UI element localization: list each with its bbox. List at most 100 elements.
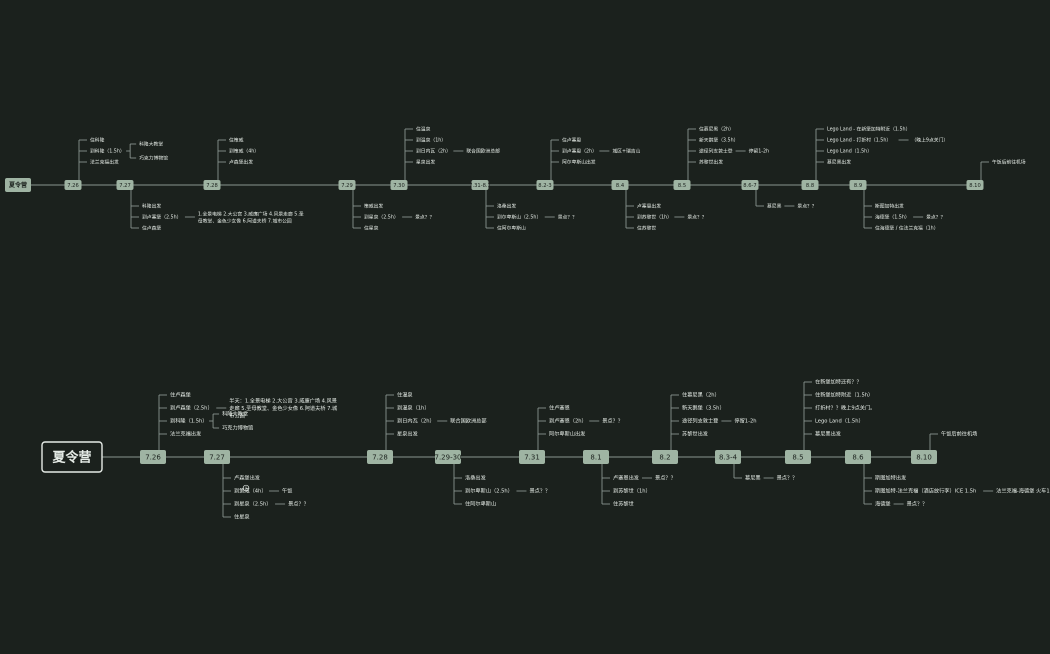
date-node[interactable]: 7.29-30 <box>434 450 462 464</box>
branch-item[interactable]: 到科隆（1.5h） <box>170 417 207 425</box>
branch-item[interactable]: 海德堡（1.5h） <box>875 214 910 221</box>
note-text[interactable]: 景点？？ <box>558 215 577 221</box>
date-node[interactable]: 7.27 <box>116 180 134 190</box>
branch-item[interactable]: 到温泉（1h） <box>416 137 446 144</box>
branch-item[interactable]: 斯图加特-法兰克福（酒店放行李）ICE 1.5h <box>875 487 976 495</box>
branch-item[interactable]: 到尔卑斯山（2.5h） <box>497 214 541 221</box>
date-node[interactable]: 7.26 <box>140 450 166 464</box>
branch-item[interactable]: 斯图加特出发 <box>875 474 906 482</box>
branch-item[interactable]: 住卢塞恩 <box>549 404 570 412</box>
branch-item[interactable]: Lego Land（1.5h） <box>815 418 864 425</box>
branch-item[interactable]: 策威出发 <box>364 203 383 210</box>
note-text[interactable]: 景点？？ <box>655 475 676 482</box>
branch-item[interactable]: 住星泉 <box>234 513 250 521</box>
note-text[interactable]: 联合国欧洲总部 <box>466 148 500 155</box>
date-node[interactable]: 7.30 <box>390 180 408 190</box>
branch-item[interactable]: 住阿尔卑斯山 <box>465 500 496 508</box>
branch-item[interactable]: 新天鹅堡（3.5h） <box>699 137 738 144</box>
branch-item[interactable]: 住慕尼黑（2h） <box>682 391 720 399</box>
branch-item[interactable]: 卢塞恩出发 <box>637 203 661 210</box>
branch-item[interactable]: 住慕尼黑（2h） <box>699 126 734 133</box>
branch-item[interactable]: 洛桑出发 <box>465 474 486 482</box>
branch-item[interactable]: 阿尔卑斯山出发 <box>562 159 596 166</box>
branch-item[interactable]: 慕尼黑 <box>745 474 761 482</box>
sub-item[interactable]: 科隆大教堂 <box>139 141 163 148</box>
branch-item[interactable]: 洛桑出发 <box>497 203 516 210</box>
date-node[interactable]: 8.2 <box>652 450 678 464</box>
branch-item[interactable]: 到卢森堡（2.5h） <box>170 404 213 412</box>
branch-item[interactable]: 住科隆 <box>90 137 105 144</box>
sub-item[interactable]: 巧克力博物馆 <box>139 155 168 162</box>
note-text[interactable]: 联合国欧洲总部 <box>450 417 486 425</box>
date-node[interactable]: 8.2-3 <box>536 180 554 190</box>
branch-item[interactable]: 在新堡加特还有？？ <box>815 378 862 386</box>
branch-item[interactable]: 慕尼黑出发 <box>815 430 841 438</box>
date-node[interactable]: 8.5 <box>785 450 811 464</box>
branch-item[interactable]: 住策威 <box>229 137 244 144</box>
branch-item[interactable]: 星泉出发 <box>397 430 418 438</box>
note-text[interactable]: 景点？？ <box>288 501 309 508</box>
note-text[interactable]: 法兰克福-海德堡 火车1h <box>996 487 1050 495</box>
branch-item[interactable]: 住阿尔卑斯山 <box>497 225 526 232</box>
branch-item[interactable]: Lego Land - 在新堡加特附近（1.5h） <box>827 126 910 133</box>
note-text[interactable]: 停留1-2h <box>734 417 756 425</box>
sub-item[interactable]: 科隆大教堂 <box>222 410 248 418</box>
note-text[interactable]: 景点？？ <box>907 501 928 508</box>
note-text[interactable]: 景点？？ <box>602 418 623 425</box>
note-text[interactable]: 停留1-2h <box>749 148 769 155</box>
branch-item[interactable]: 到卢塞恩（2h） <box>562 148 597 155</box>
date-node[interactable]: 7.31-8.1 <box>469 180 491 190</box>
branch-item[interactable]: 慕尼黑出发 <box>827 159 851 166</box>
note-text[interactable]: 景点？？ <box>415 215 434 221</box>
branch-item[interactable]: 苏黎世出发 <box>699 159 723 166</box>
note-text[interactable]: 城区+瑞吉山 <box>612 148 640 155</box>
note-text[interactable]: 半天：1.全景电梯 2.大公宫 3.威廉广场 4.风景走廊 5.圣母教堂、金色少… <box>229 396 338 419</box>
date-node[interactable]: 7.28 <box>203 180 221 190</box>
note-text[interactable]: 午饭 <box>282 487 292 495</box>
branch-item[interactable]: 到策威（4h） <box>234 487 267 495</box>
branch-item[interactable]: 住卢森堡 <box>170 391 191 399</box>
branch-item[interactable]: 卢塞恩出发 <box>613 474 639 482</box>
branch-item[interactable]: Lego Land - 打折村（1.5h） <box>827 137 891 144</box>
branch-item[interactable]: 住苏黎世 <box>613 500 634 508</box>
note-text[interactable]: （晚上9点关门） <box>912 137 949 144</box>
branch-item[interactable]: 住温泉 <box>397 391 413 399</box>
sub-item[interactable]: 巧克力博物馆 <box>222 424 253 432</box>
branch-item[interactable]: 到苏黎世（1h） <box>637 214 672 221</box>
date-node[interactable]: 7.31 <box>519 450 545 464</box>
note-text[interactable]: 景点？？ <box>797 204 816 210</box>
date-node[interactable]: 8.5 <box>673 180 691 190</box>
branch-item[interactable]: 卢森堡出发 <box>229 159 253 166</box>
note-text[interactable]: 景点？？ <box>926 215 945 221</box>
note-text[interactable]: 1.全景电梯 2.大公宫 3.威廉广场 4.风景走廊 5.圣母教堂、金色少女像 … <box>198 210 304 224</box>
branch-item[interactable]: 到日内瓦（2h） <box>416 148 451 155</box>
branch-item[interactable]: 卢森堡出发 <box>234 474 260 482</box>
date-node[interactable]: 8.10 <box>911 450 937 464</box>
branch-item[interactable]: 到苏黎世（1h） <box>613 487 651 495</box>
branch-item[interactable]: 慕尼黑 <box>767 203 782 210</box>
branch-item[interactable]: 住卢塞恩 <box>562 137 581 144</box>
date-node[interactable]: 7.26 <box>64 180 82 190</box>
branch-item[interactable]: 住海德堡 / 住法兰克福（1h） <box>875 225 939 232</box>
date-node[interactable]: 8.10 <box>966 180 984 190</box>
date-node[interactable]: 7.27 <box>204 450 230 464</box>
branch-item[interactable]: 斯图加特出发 <box>875 203 904 210</box>
note-text[interactable]: 景点？？ <box>529 488 550 495</box>
branch-item[interactable]: 到策威（4h） <box>229 148 259 155</box>
date-node[interactable]: 8.3-4 <box>715 450 741 464</box>
date-node[interactable]: 8.6 <box>845 450 871 464</box>
root-node[interactable]: 夏令营 <box>41 441 103 473</box>
branch-item[interactable]: 打折村？？晚上9点关门。 <box>815 404 875 412</box>
branch-item[interactable]: 到温泉（1h） <box>397 404 430 412</box>
note-text[interactable]: 景点？？ <box>777 475 798 482</box>
branch-item[interactable]: 法兰克福出发 <box>170 430 201 438</box>
date-node[interactable]: 8.8 <box>801 180 819 190</box>
branch-item[interactable]: 星泉出发 <box>416 159 435 166</box>
branch-item[interactable]: 到尔卑斯山（2.5h） <box>465 487 513 495</box>
branch-item[interactable]: 到日内瓦（2h） <box>397 417 435 425</box>
branch-item[interactable]: 到星泉（2.5h） <box>234 500 271 508</box>
branch-item[interactable]: 到科隆（1.5h） <box>90 148 125 155</box>
branch-item[interactable]: 途径列支敦士登 <box>699 148 733 155</box>
branch-item[interactable]: 阿尔卑斯山出发 <box>549 430 585 438</box>
branch-item[interactable]: 住卢森堡 <box>142 225 161 232</box>
